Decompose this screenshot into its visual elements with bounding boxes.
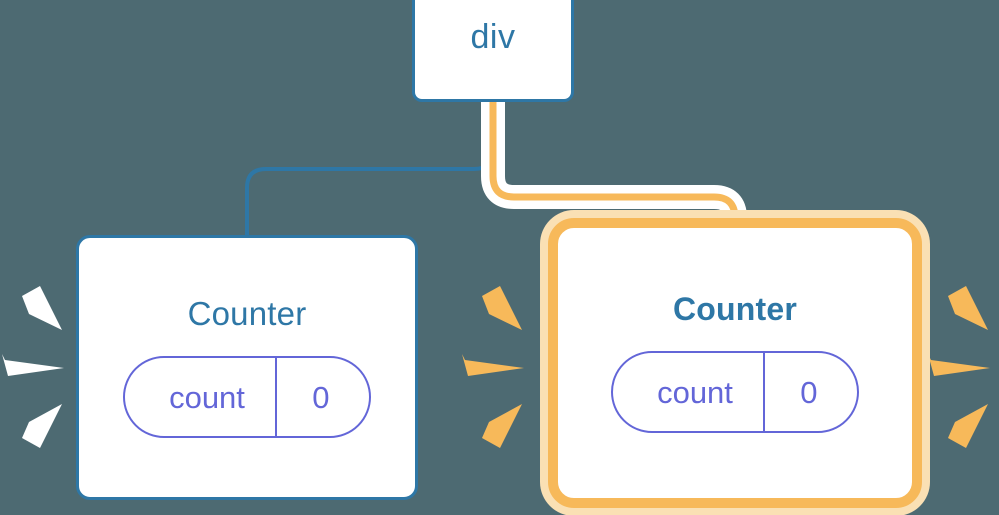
edge-root-to-left	[245, 99, 495, 240]
prop-capsule-left: count 0	[123, 356, 371, 438]
prop-key-count: count	[657, 374, 733, 410]
prop-value-count: 0	[762, 353, 857, 431]
node-div[interactable]: div	[412, 0, 574, 102]
node-counter-right-label: Counter	[672, 291, 798, 327]
burst-left-outer-icon	[2, 286, 64, 448]
prop-value-count: 0	[274, 358, 369, 436]
edge-root-to-right-halo	[481, 101, 747, 232]
edge-root-to-right	[489, 101, 739, 232]
burst-right-outer-icon	[928, 286, 990, 448]
node-counter-left[interactable]: Counter count 0	[76, 235, 418, 500]
prop-key-count: count	[169, 379, 245, 415]
node-counter-left-label: Counter	[187, 295, 307, 332]
burst-middle-icon	[462, 286, 524, 448]
prop-capsule-right: count 0	[611, 351, 859, 433]
node-div-label: div	[470, 18, 516, 56]
node-counter-right[interactable]: Counter count 0	[548, 218, 922, 508]
